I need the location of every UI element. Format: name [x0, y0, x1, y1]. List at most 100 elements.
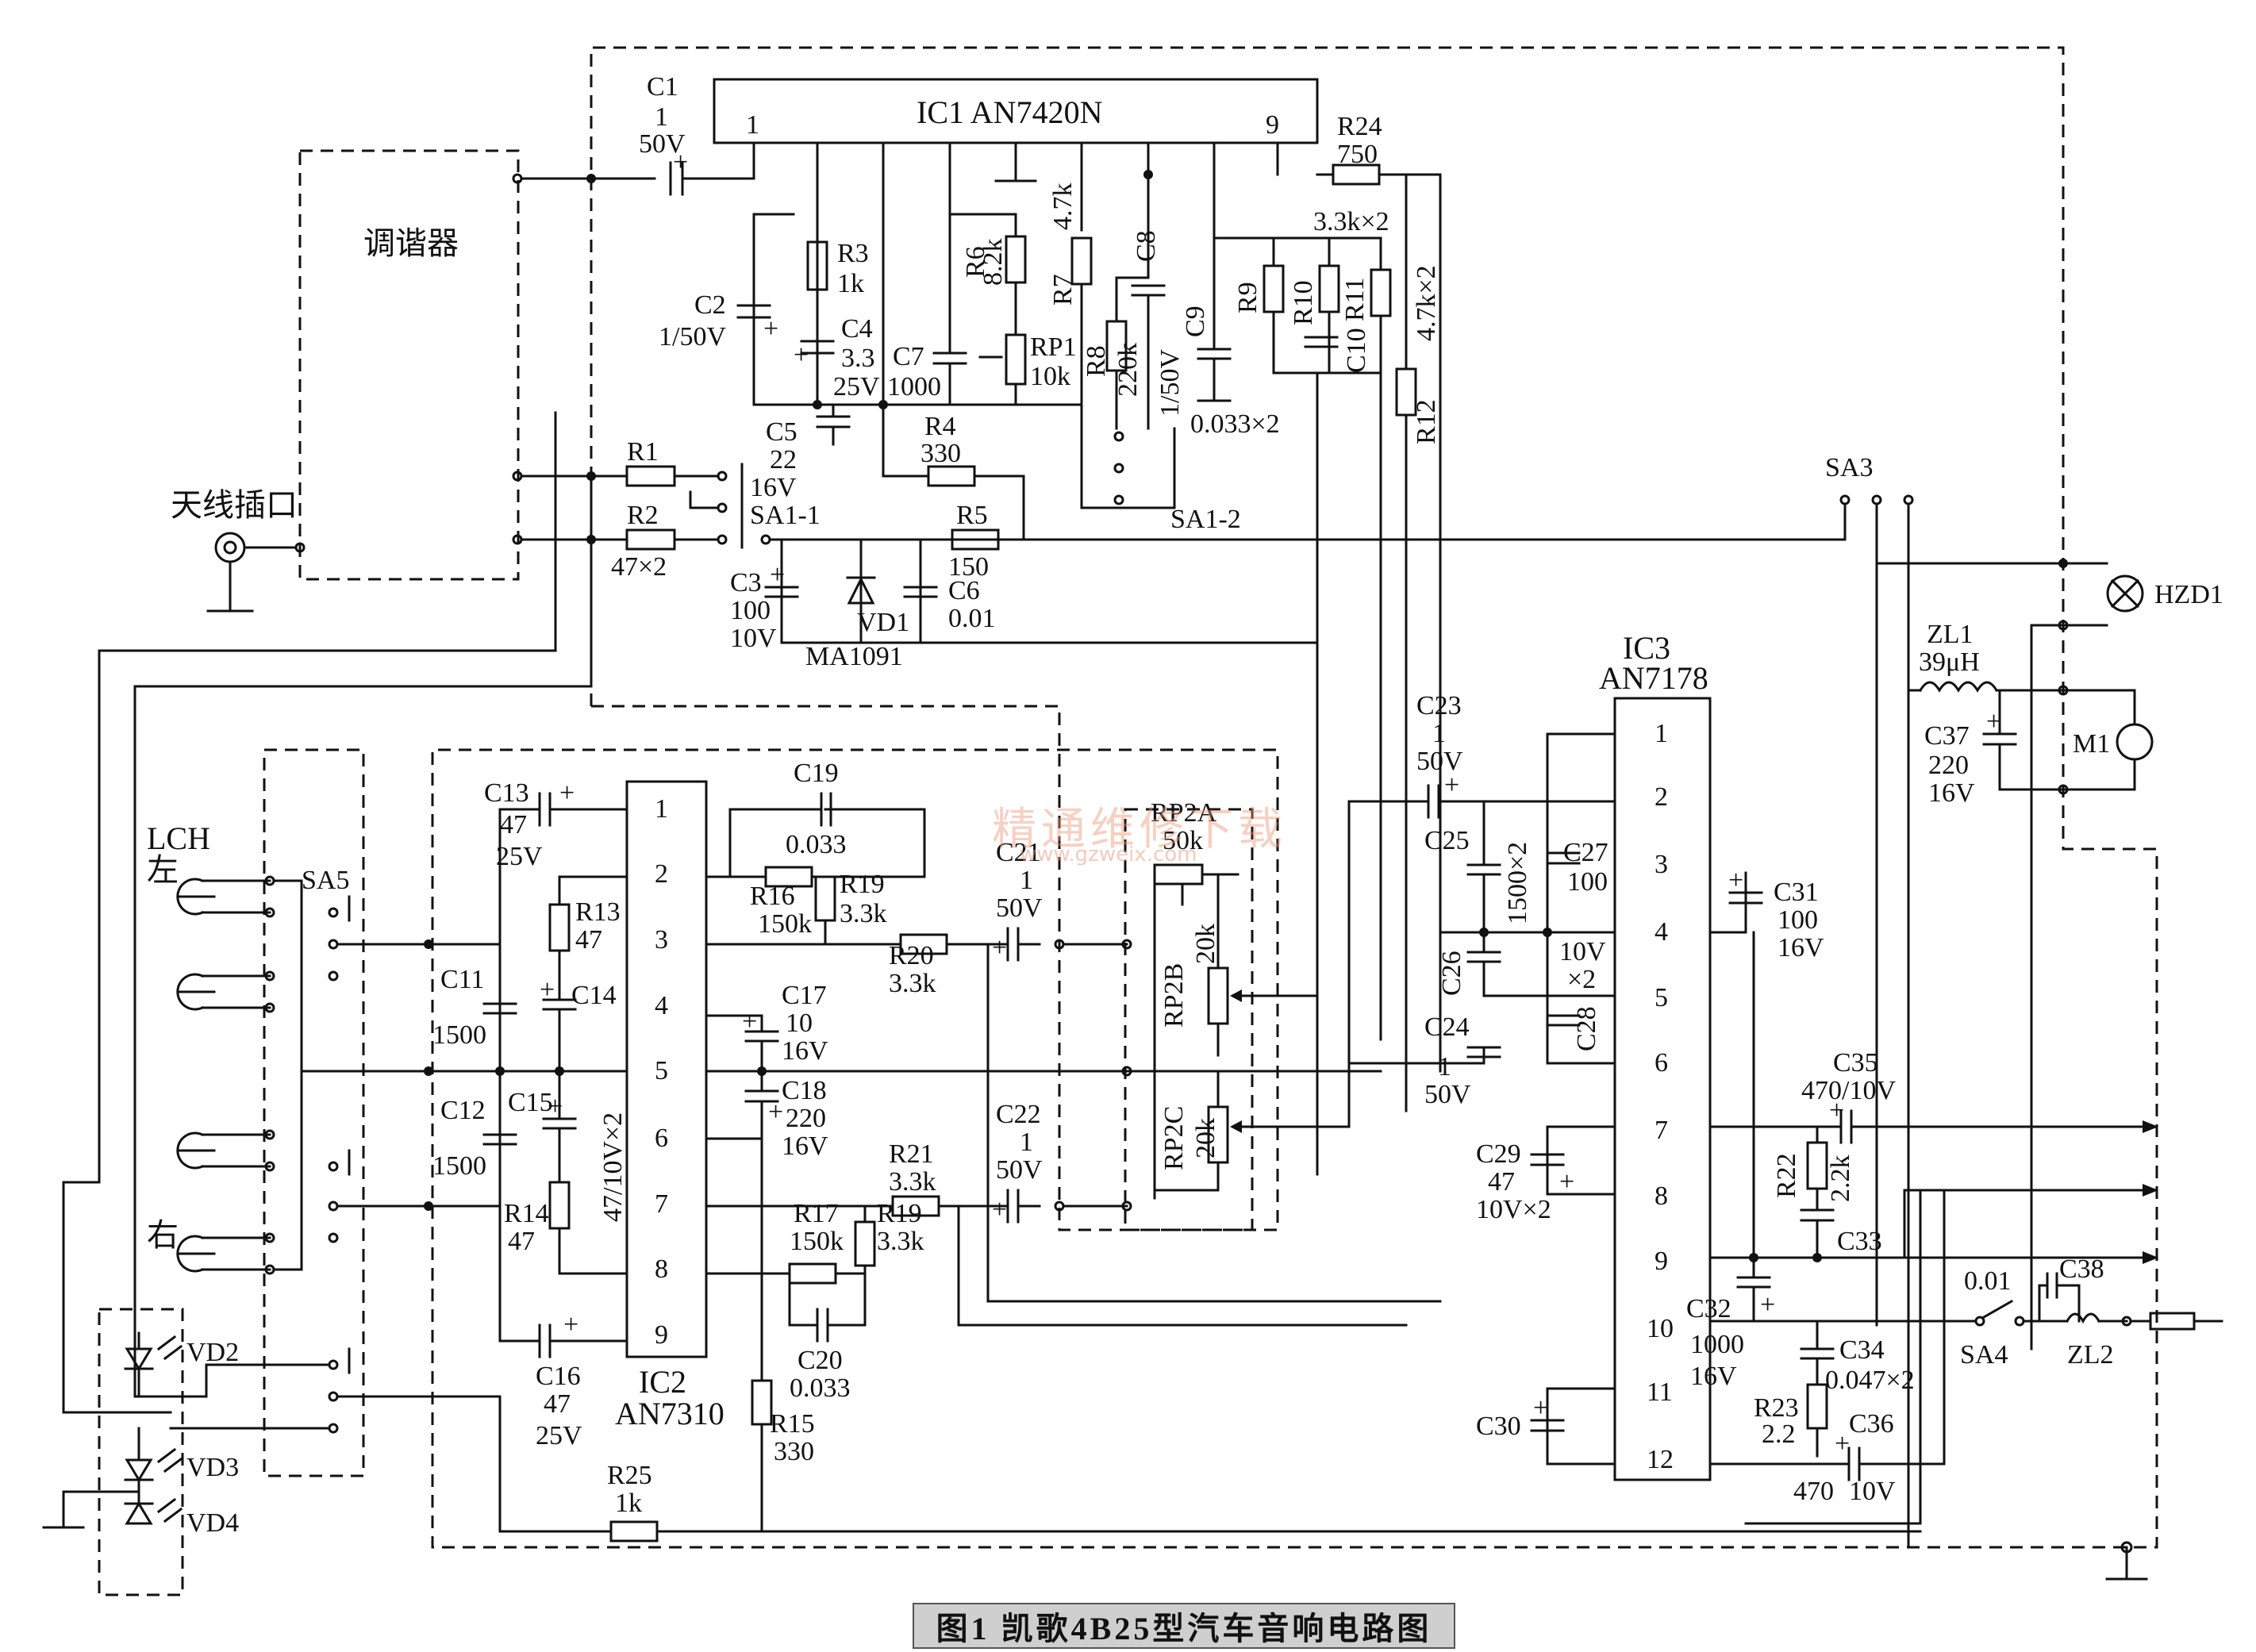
- c24-label: C24: [1424, 1012, 1470, 1042]
- r23-label: R23: [1754, 1393, 1799, 1423]
- c31-label: C31: [1774, 878, 1819, 907]
- c27-value: 100: [1567, 867, 1608, 897]
- ic2-ref: IC2: [639, 1364, 686, 1400]
- c22-value: 1: [1020, 1128, 1033, 1157]
- ic3-pin7: 7: [1655, 1116, 1668, 1145]
- c12-value: 1500: [432, 1151, 486, 1181]
- figure-caption: 图1 凯歌4B25型汽车音响电路图: [913, 1603, 1455, 1649]
- r22-value: 2.2k: [1826, 1155, 1855, 1203]
- ic3-an7178: IC3 AN7178 1 2 3 4 5 6 7 8 9 10 11 12: [1599, 630, 1712, 1481]
- c37-value: 220: [1928, 751, 1969, 780]
- r12-value: 4.7k×2: [1412, 265, 1441, 341]
- r4-label: R4: [924, 412, 956, 441]
- r16-value: 150k: [758, 909, 812, 939]
- c13-value: 47: [500, 810, 527, 839]
- c28-label: C28: [1572, 1006, 1601, 1051]
- svg-text:+: +: [1533, 1393, 1548, 1423]
- rp2b-label: RP2B: [1159, 963, 1189, 1028]
- vd1-part: MA1091: [805, 642, 903, 671]
- hzd1-label: HZD1: [2154, 580, 2223, 609]
- r13-value: 47: [575, 925, 602, 955]
- c5-voltage: 16V: [750, 473, 797, 502]
- svg-text:+: +: [673, 148, 688, 177]
- c38-label: C38: [2059, 1254, 2104, 1284]
- c20-label: C20: [797, 1346, 843, 1375]
- c18-voltage: 16V: [782, 1131, 828, 1161]
- svg-text:+: +: [559, 778, 575, 808]
- c38-value: 0.01: [1964, 1266, 2012, 1296]
- r11-label: R11: [1340, 278, 1370, 321]
- ic2-pin1: 1: [655, 794, 668, 824]
- ic2-pin9: 9: [655, 1320, 668, 1350]
- c35-label: C35: [1833, 1048, 1878, 1078]
- svg-text:+: +: [1444, 770, 1459, 800]
- antenna-label: 天线插口: [171, 487, 298, 523]
- c11-value: 1500: [432, 1020, 486, 1050]
- svg-text:+: +: [563, 1310, 578, 1339]
- ic2-pin6: 6: [655, 1124, 668, 1153]
- vd4-label: VD4: [186, 1508, 239, 1538]
- r2-value: 47×2: [611, 552, 667, 582]
- rp1-value: 10k: [1030, 362, 1070, 391]
- c23-value: 1: [1432, 719, 1446, 748]
- r19b-label: R19: [877, 1199, 922, 1228]
- ic3-pin5: 5: [1655, 983, 1668, 1012]
- ic3-pin11: 11: [1647, 1377, 1673, 1407]
- c21-label: C21: [996, 838, 1041, 867]
- r24-value: 750: [1337, 140, 1378, 169]
- r6-label: R6: [961, 246, 990, 278]
- sa4-label: SA4: [1960, 1340, 2008, 1370]
- r14-value: 47: [508, 1227, 535, 1256]
- rp2c-value: 20k: [1191, 1118, 1220, 1158]
- ic2-pin8: 8: [655, 1254, 668, 1284]
- zl1-value: 39μH: [1919, 647, 1980, 677]
- ic2-part: AN7310: [615, 1396, 724, 1431]
- c26-label: C26: [1437, 951, 1466, 996]
- svg-text:+: +: [992, 1195, 1007, 1224]
- c22-voltage: 50V: [996, 1155, 1043, 1185]
- c37-label: C37: [1924, 721, 1970, 751]
- svg-text:+: +: [794, 340, 809, 370]
- c4-value: 3.3: [841, 344, 875, 373]
- c30-label: C30: [1476, 1412, 1521, 1441]
- ic1-pin9: 9: [1266, 110, 1279, 140]
- ic3-pin9: 9: [1655, 1247, 1668, 1276]
- c37-voltage: 16V: [1928, 778, 1975, 808]
- c8-value: 1/50V: [1155, 349, 1185, 417]
- r21-label: R21: [889, 1139, 934, 1169]
- c36-label: C36: [1849, 1409, 1894, 1439]
- r1-label: R1: [627, 437, 659, 467]
- r8-label: R8: [1082, 345, 1111, 377]
- ic2-pin7: 7: [655, 1189, 668, 1219]
- sa5-label: SA5: [302, 866, 349, 895]
- r17-value: 150k: [790, 1227, 844, 1256]
- c16-label: C16: [536, 1362, 581, 1391]
- r25-section: R25 1k: [498, 1395, 1922, 1543]
- ic3-pin3: 3: [1655, 850, 1668, 879]
- zl2-label: ZL2: [2067, 1340, 2114, 1370]
- r19a-value: 3.3k: [840, 899, 887, 928]
- vd2-label: VD2: [186, 1338, 239, 1367]
- r7-label: R7: [1048, 274, 1078, 305]
- ic1-support-components: + C2 1/50V R3 1k + C4 3.3 25V C7 1000 R6…: [659, 112, 1847, 1176]
- c36-value: 470: [1793, 1477, 1834, 1506]
- svg-text:+: +: [1835, 1429, 1850, 1458]
- c7-label: C7: [893, 342, 924, 371]
- c16-voltage: 25V: [536, 1421, 582, 1450]
- rp1-label: RP1: [1030, 332, 1077, 362]
- c29-voltage: 10V×2: [1476, 1195, 1551, 1224]
- svg-text:+: +: [770, 560, 785, 590]
- c16-value: 47: [544, 1389, 571, 1419]
- left-label: 左: [147, 852, 179, 888]
- svg-text:+: +: [768, 1097, 783, 1127]
- r10-label: R10: [1289, 280, 1318, 325]
- svg-text:+: +: [1728, 866, 1743, 895]
- tuner-label: 调谐器: [363, 225, 459, 261]
- c9-value: 0.033×2: [1190, 409, 1280, 439]
- ic2-input-section: + C13 47 25V R13 47 + C14 + C15 47/10V×2…: [363, 778, 628, 1450]
- c4-label: C4: [841, 314, 873, 344]
- c35-value: 470/10V: [1801, 1076, 1896, 1105]
- c2-label: C2: [694, 290, 726, 320]
- c29-label: C29: [1476, 1139, 1521, 1169]
